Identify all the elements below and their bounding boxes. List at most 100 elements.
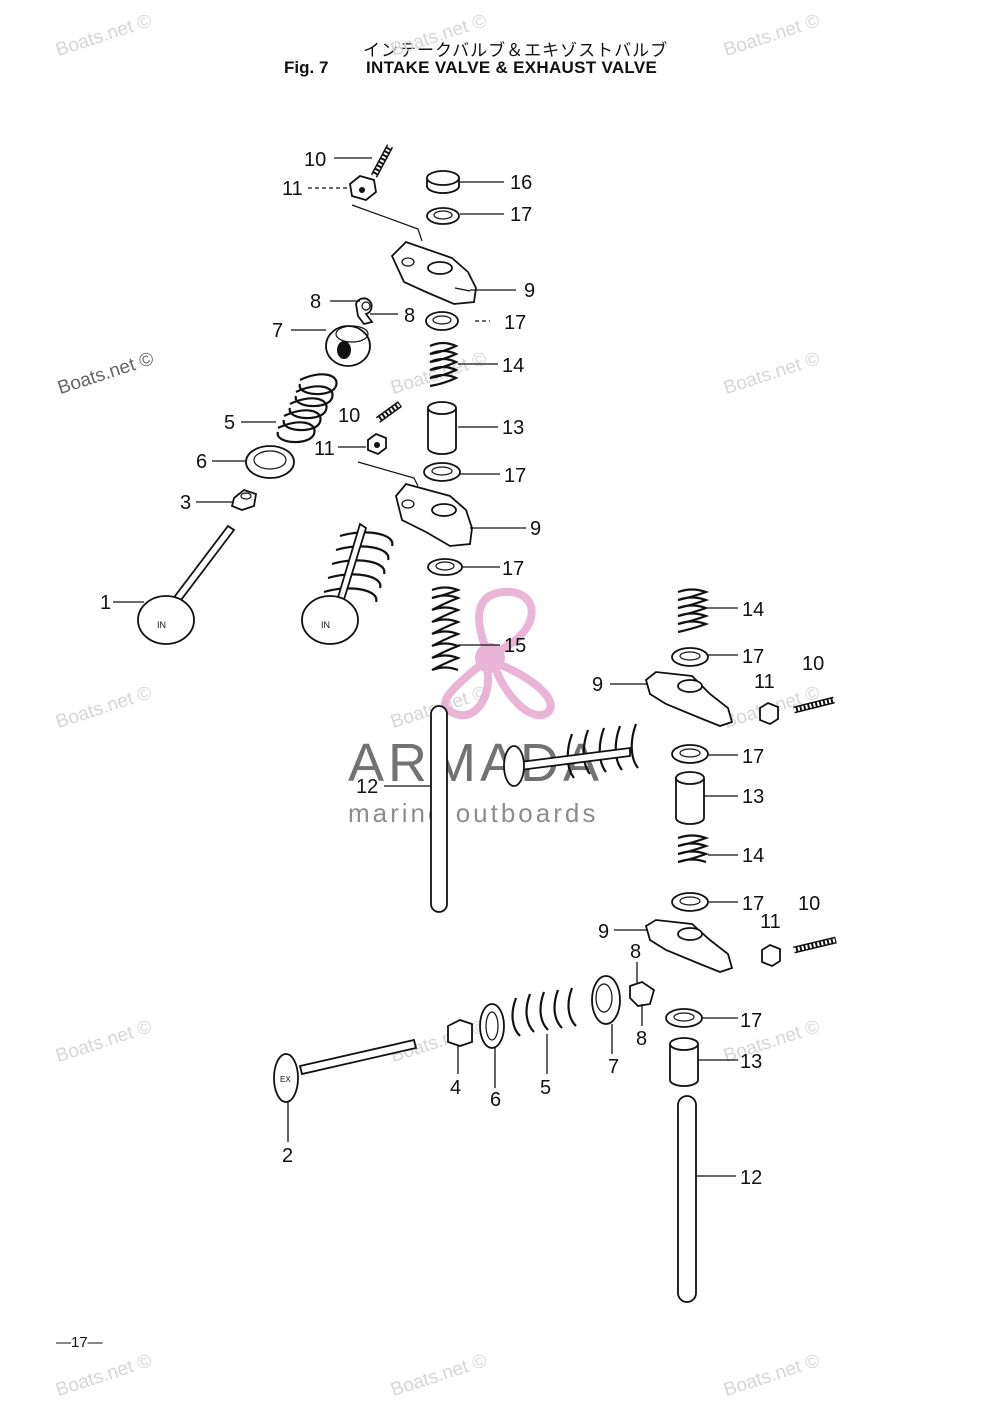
part-label-7: 7 bbox=[272, 320, 283, 342]
diagram-title-japanese: インテークバルブ＆エキゾストバルブ bbox=[363, 41, 669, 61]
washer bbox=[671, 647, 709, 667]
valve-seal bbox=[245, 445, 295, 479]
part-labels: 10 11 16 17 9 8 8 7 17 14 5 13 10 11 6 1… bbox=[100, 149, 824, 1189]
part-label-17: 17 bbox=[502, 558, 524, 580]
valve-spring bbox=[429, 341, 459, 388]
valve-spring bbox=[677, 834, 710, 864]
part-label-11: 11 bbox=[314, 438, 335, 460]
washer bbox=[426, 207, 460, 225]
rocker-arm bbox=[395, 482, 473, 547]
part-label-15: 15 bbox=[504, 635, 526, 657]
valve-spring bbox=[677, 588, 710, 634]
stud-bolt bbox=[370, 144, 394, 178]
rocker-arm bbox=[644, 919, 734, 973]
part-label-17: 17 bbox=[510, 204, 532, 226]
part-label-8: 8 bbox=[404, 305, 415, 327]
part-label-10: 10 bbox=[798, 893, 820, 915]
part-label-14: 14 bbox=[742, 845, 764, 867]
washer bbox=[671, 892, 709, 912]
part-label-4: 4 bbox=[450, 1077, 461, 1099]
return-spring bbox=[431, 586, 462, 672]
washer bbox=[427, 558, 463, 576]
rocker-arm bbox=[644, 671, 734, 727]
push-rod bbox=[677, 1095, 697, 1303]
exhaust-valve-assembly bbox=[503, 723, 639, 787]
logo-tagline: marine outboards bbox=[348, 798, 598, 828]
cap-washer bbox=[426, 170, 460, 194]
part-label-1: 1 bbox=[100, 592, 111, 614]
part-label-17: 17 bbox=[742, 746, 764, 768]
part-label-9: 9 bbox=[598, 921, 609, 943]
part-label-10: 10 bbox=[304, 149, 326, 171]
part-label-13: 13 bbox=[740, 1051, 762, 1073]
valve-spring bbox=[276, 373, 338, 444]
valve-guide bbox=[447, 1019, 473, 1047]
valve-collet bbox=[355, 297, 374, 326]
part-label-9: 9 bbox=[592, 674, 603, 696]
exhaust-valve: EX bbox=[273, 1038, 418, 1103]
part-label-11: 11 bbox=[282, 178, 303, 200]
nut bbox=[349, 175, 377, 201]
part-label-11: 11 bbox=[760, 911, 781, 933]
part-label-8: 8 bbox=[630, 941, 641, 963]
sleeve bbox=[669, 1037, 699, 1087]
part-label-6: 6 bbox=[490, 1089, 501, 1111]
part-label-13: 13 bbox=[742, 786, 764, 808]
armada-logo: ARMADA marine outboards bbox=[348, 587, 599, 828]
washer bbox=[665, 1008, 703, 1028]
part-label-17: 17 bbox=[742, 646, 764, 668]
part-label-8: 8 bbox=[636, 1028, 647, 1050]
part-label-17: 17 bbox=[504, 312, 526, 334]
washer bbox=[425, 311, 459, 331]
sleeve bbox=[427, 401, 457, 455]
part-label-17: 17 bbox=[740, 1010, 762, 1032]
sleeve bbox=[675, 771, 705, 825]
part-label-12: 12 bbox=[740, 1167, 762, 1189]
part-label-10: 10 bbox=[802, 653, 824, 675]
part-label-5: 5 bbox=[224, 412, 235, 434]
washer bbox=[671, 744, 709, 764]
part-label-5: 5 bbox=[540, 1077, 551, 1099]
valve-seal bbox=[479, 1003, 505, 1049]
valve-spring bbox=[511, 987, 577, 1037]
part-label-17: 17 bbox=[742, 893, 764, 915]
intake-valve-assembly: IN bbox=[301, 522, 394, 645]
leader-lines bbox=[113, 157, 738, 1177]
spring-retainer bbox=[591, 975, 621, 1025]
valve-marking: IN bbox=[157, 620, 166, 630]
part-label-6: 6 bbox=[196, 451, 207, 473]
part-label-13: 13 bbox=[502, 417, 524, 439]
part-label-3: 3 bbox=[180, 492, 191, 514]
part-label-9: 9 bbox=[524, 280, 535, 302]
diagram-title: INTAKE VALVE & EXHAUST VALVE bbox=[366, 58, 658, 77]
page-number: —17— bbox=[56, 1334, 103, 1351]
valve-marking: IN bbox=[321, 620, 330, 630]
part-label-17: 17 bbox=[504, 465, 526, 487]
valve-guide bbox=[230, 488, 258, 511]
figure-number: Fig. 7 bbox=[284, 58, 329, 77]
part-label-14: 14 bbox=[502, 355, 524, 377]
stud-bolt bbox=[793, 936, 837, 954]
washer bbox=[423, 462, 461, 482]
stud-bolt bbox=[375, 401, 403, 423]
intake-valve: IN bbox=[137, 524, 236, 645]
part-label-7: 7 bbox=[608, 1056, 619, 1078]
part-label-14: 14 bbox=[742, 599, 764, 621]
part-label-12: 12 bbox=[356, 776, 378, 798]
part-label-8: 8 bbox=[310, 291, 321, 313]
part-label-11: 11 bbox=[754, 671, 775, 693]
nut bbox=[761, 943, 781, 968]
stud-bolt bbox=[793, 696, 835, 714]
spring-retainer bbox=[325, 325, 371, 367]
valve-collet bbox=[629, 981, 656, 1007]
part-label-2: 2 bbox=[282, 1145, 293, 1167]
part-label-16: 16 bbox=[510, 172, 532, 194]
push-rod bbox=[430, 705, 448, 913]
part-label-10: 10 bbox=[338, 405, 360, 427]
rocker-arm bbox=[390, 240, 477, 305]
part-label-9: 9 bbox=[530, 518, 541, 540]
nut bbox=[367, 432, 387, 456]
nut bbox=[759, 701, 779, 726]
valve-marking: EX bbox=[280, 1075, 291, 1084]
